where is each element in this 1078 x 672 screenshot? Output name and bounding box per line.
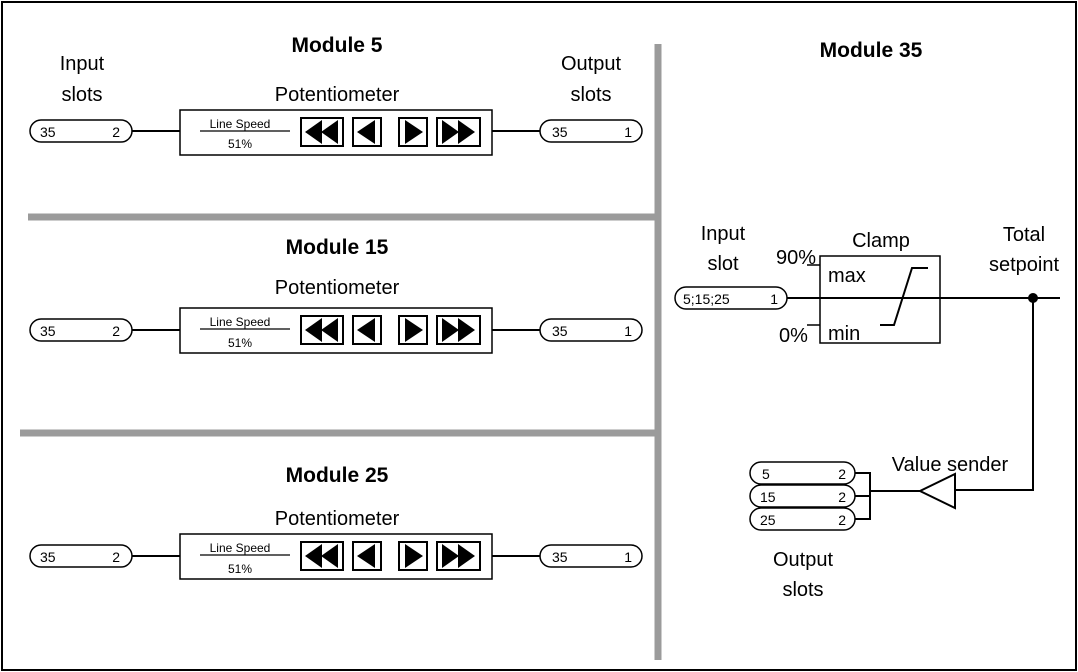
step-back-icon[interactable] (352, 117, 382, 147)
svg-text:5;15;25: 5;15;25 (683, 291, 730, 307)
output-slot: 35 1 (539, 318, 643, 342)
svg-text:35: 35 (552, 323, 568, 339)
input-label: Input (701, 223, 746, 245)
svg-text:2: 2 (838, 512, 846, 528)
potentiometer-label: Potentiometer (275, 84, 400, 106)
svg-text:2: 2 (112, 323, 120, 339)
svg-text:35: 35 (40, 323, 56, 339)
param-value: 51% (228, 562, 252, 576)
input-label: Input (60, 53, 105, 75)
svg-text:35: 35 (40, 124, 56, 140)
input-label: slots (61, 84, 102, 106)
module-5: Module 5 Input slots Output slots Potent… (29, 34, 643, 156)
module-35: Module 35 Input slot 5;15;25 1 Clamp 90%… (674, 39, 1060, 601)
output-slot: 25 2 (749, 507, 856, 531)
output-label: Output (561, 53, 621, 75)
clamp-label: Clamp (852, 230, 910, 252)
feedback-wire (955, 298, 1034, 491)
clamp-block: max min (819, 255, 941, 345)
svg-text:2: 2 (838, 489, 846, 505)
clamp-max-label: max (828, 265, 866, 287)
value-sender-label: Value sender (892, 454, 1009, 476)
output-slot: 5 2 (749, 461, 856, 485)
output-slot: 35 1 (539, 119, 643, 143)
svg-text:2: 2 (112, 124, 120, 140)
potentiometer-block: Line Speed 51% (179, 307, 493, 354)
output-label: slots (782, 579, 823, 601)
fast-forward-icon[interactable] (436, 315, 481, 345)
svg-text:2: 2 (112, 549, 120, 565)
total-setpoint-label: Total (1003, 224, 1045, 246)
step-forward-icon[interactable] (398, 541, 428, 571)
param-name: Line Speed (210, 117, 271, 131)
output-label: Output (773, 549, 833, 571)
module-title: Module 5 (291, 34, 382, 57)
module-15: Module 15 Potentiometer 35 2 Line Speed … (29, 236, 643, 354)
module-title: Module 15 (286, 236, 389, 259)
fast-rewind-icon[interactable] (300, 541, 344, 571)
potentiometer-block: Line Speed 51% (179, 533, 493, 580)
svg-text:25: 25 (760, 512, 776, 528)
svg-text:35: 35 (552, 124, 568, 140)
output-label: slots (570, 84, 611, 106)
fast-forward-icon[interactable] (436, 541, 481, 571)
total-setpoint-label: setpoint (989, 254, 1059, 276)
input-slot: 5;15;25 1 (674, 286, 788, 310)
clamp-min-value: 0% (779, 325, 808, 347)
step-back-icon[interactable] (352, 315, 382, 345)
potentiometer-label: Potentiometer (275, 508, 400, 530)
output-slot: 35 1 (539, 544, 643, 568)
module-title: Module 35 (820, 39, 923, 62)
param-name: Line Speed (210, 541, 271, 555)
input-slot: 35 2 (29, 318, 133, 342)
svg-text:1: 1 (624, 323, 632, 339)
param-value: 51% (228, 137, 252, 151)
output-slot: 15 2 (749, 484, 856, 508)
svg-text:2: 2 (838, 466, 846, 482)
svg-text:35: 35 (552, 549, 568, 565)
fast-rewind-icon[interactable] (300, 117, 344, 147)
module-25: Module 25 Potentiometer 35 2 Line Speed … (29, 464, 643, 580)
fast-forward-icon[interactable] (436, 117, 481, 147)
input-label: slot (707, 253, 739, 275)
svg-text:1: 1 (624, 549, 632, 565)
svg-text:5: 5 (762, 466, 770, 482)
module-title: Module 25 (286, 464, 389, 487)
svg-text:1: 1 (624, 124, 632, 140)
svg-text:15: 15 (760, 489, 776, 505)
clamp-min-label: min (828, 323, 860, 345)
potentiometer-label: Potentiometer (275, 277, 400, 299)
fast-rewind-icon[interactable] (300, 315, 344, 345)
svg-text:35: 35 (40, 549, 56, 565)
param-value: 51% (228, 336, 252, 350)
input-slot: 35 2 (29, 119, 133, 143)
value-sender-triangle (917, 472, 956, 510)
step-back-icon[interactable] (352, 541, 382, 571)
clamp-max-value: 90% (776, 247, 816, 269)
step-forward-icon[interactable] (398, 315, 428, 345)
potentiometer-block: Line Speed 51% (179, 109, 493, 156)
step-forward-icon[interactable] (398, 117, 428, 147)
input-slot: 35 2 (29, 544, 133, 568)
svg-text:1: 1 (770, 291, 778, 307)
param-name: Line Speed (210, 315, 271, 329)
